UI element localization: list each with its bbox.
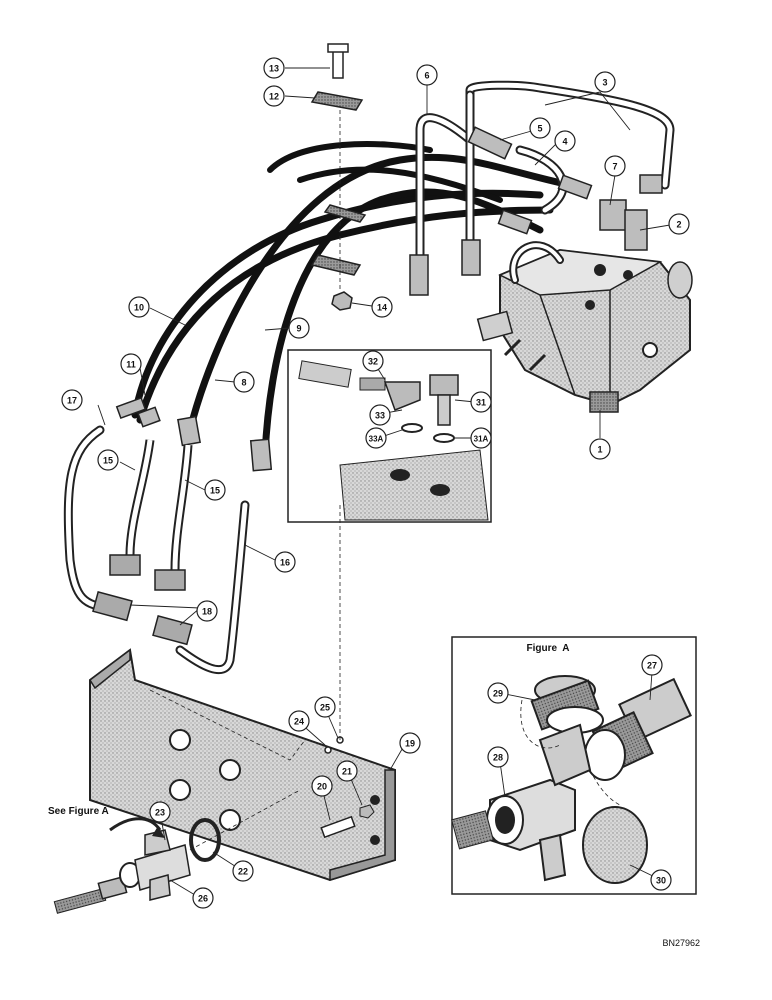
label-part-18: 18 (202, 607, 212, 617)
label-part-26: 26 (198, 894, 208, 904)
label-part-14: 14 (377, 303, 387, 313)
label-part-21: 21 (342, 767, 352, 777)
label-part-11: 11 (126, 360, 136, 370)
label-part-6: 6 (424, 71, 429, 81)
label-part-16: 16 (280, 558, 290, 568)
label-part-17: 17 (67, 396, 77, 406)
label-part-8: 8 (241, 378, 246, 388)
label-part-32: 32 (368, 357, 378, 367)
label-part-29: 29 (493, 689, 503, 699)
hose-fittings (115, 126, 663, 472)
alignment-lines (149, 505, 341, 851)
label-part-15a: 15 (103, 456, 113, 466)
label-part-33: 33 (375, 411, 385, 421)
label-part-30: 30 (656, 876, 666, 886)
figure-a-caption: Figure A (527, 643, 570, 654)
label-part-2: 2 (676, 220, 681, 230)
control-valve (476, 248, 693, 413)
label-part-13: 13 (269, 64, 279, 74)
label-part-20: 20 (317, 782, 327, 792)
label-part-10: 10 (134, 303, 144, 313)
inset-fittings-detail (287, 349, 492, 523)
reference-code: BN27962 (662, 938, 700, 948)
label-part-33a: 33A (369, 435, 384, 444)
label-part-25: 25 (320, 703, 330, 713)
label-part-15b: 15 (210, 486, 220, 496)
lower-hoses (92, 439, 193, 646)
label-part-31: 31 (476, 398, 486, 408)
label-part-9: 9 (296, 324, 301, 334)
figure-a-detail (451, 636, 697, 895)
rigid-tubes (63, 80, 675, 675)
label-part-19: 19 (405, 739, 415, 749)
label-part-1: 1 (597, 445, 602, 455)
label-part-28: 28 (493, 753, 503, 763)
label-part-31a: 31A (474, 435, 489, 444)
label-part-23: 23 (155, 808, 165, 818)
label-part-12: 12 (269, 92, 279, 102)
label-part-3: 3 (602, 78, 607, 88)
label-part-27: 27 (647, 661, 657, 671)
label-part-4: 4 (562, 137, 567, 147)
label-part-5: 5 (537, 124, 542, 134)
part-callouts: 1 2 3 4 5 6 7 8 9 10 11 12 13 14 15 15 1… (61, 57, 690, 909)
clamp-hardware (310, 43, 367, 311)
label-part-24: 24 (294, 717, 304, 727)
label-part-7: 7 (612, 162, 617, 172)
quick-coupler-assembly (53, 817, 221, 914)
see-figure-a-note: See Figure A (48, 806, 109, 817)
label-part-22: 22 (238, 867, 248, 877)
